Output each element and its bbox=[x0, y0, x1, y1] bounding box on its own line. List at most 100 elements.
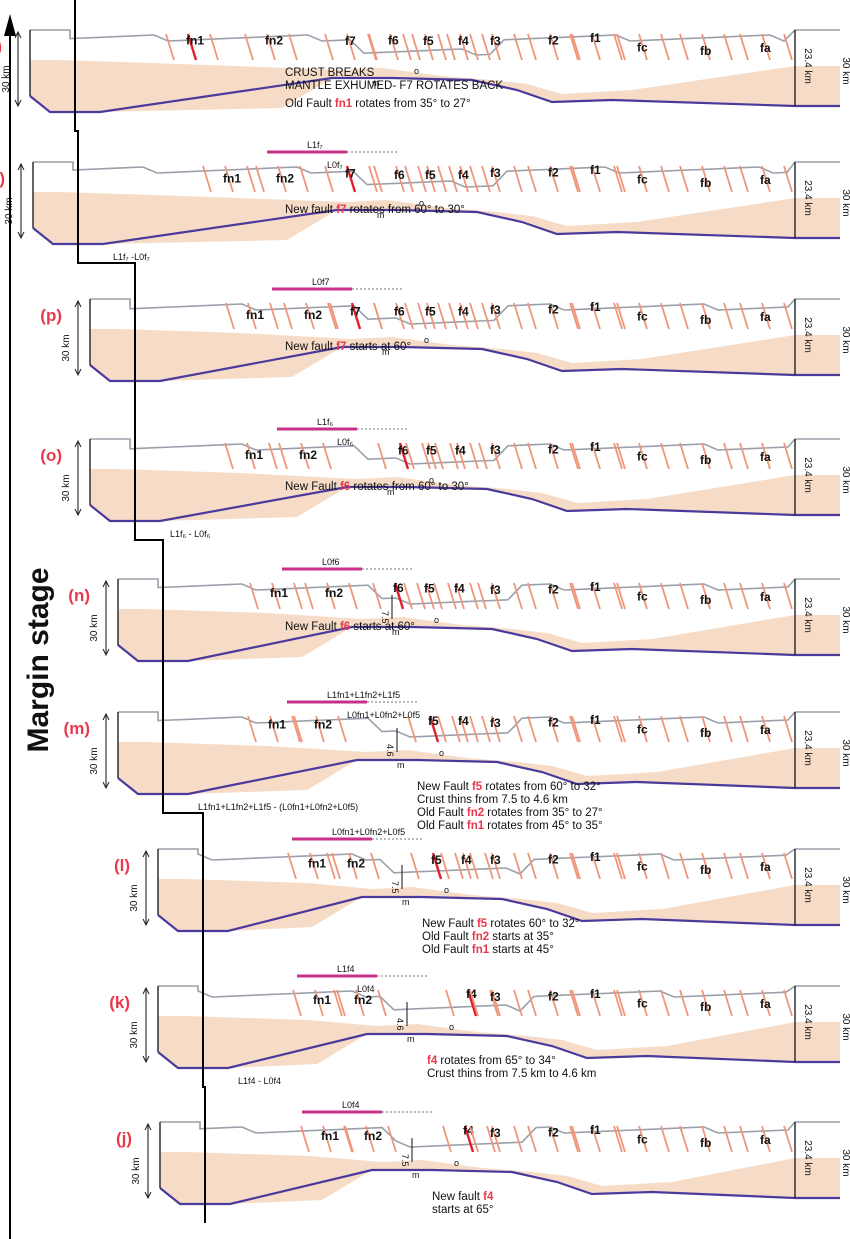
fault-f4 bbox=[459, 302, 469, 330]
fault-label-fc: fc bbox=[637, 722, 648, 736]
ocean-label: o bbox=[429, 475, 434, 485]
topographic-surface bbox=[90, 298, 840, 325]
fault-f5 bbox=[454, 852, 464, 880]
fault-label-fn1: fn1 bbox=[308, 857, 326, 871]
fault-f1 bbox=[569, 715, 579, 743]
fault-fn2 bbox=[327, 302, 337, 330]
caption-text: New Fault bbox=[422, 918, 477, 930]
depth-arrow-head bbox=[74, 368, 82, 377]
fault-label-fb: fb bbox=[700, 593, 711, 607]
caption-text: starts at 35° bbox=[489, 931, 554, 943]
fault-label-f5: f5 bbox=[424, 582, 435, 596]
fault-f6 bbox=[372, 582, 382, 610]
fault-f3 bbox=[469, 442, 479, 470]
fault-fa bbox=[739, 989, 749, 1017]
fault-fn2 bbox=[387, 1125, 397, 1153]
caption-text: New Fault bbox=[285, 621, 340, 633]
caption-fault-name: fn2 bbox=[472, 931, 489, 943]
topographic-surface bbox=[158, 985, 840, 1012]
fault-label-f6: f6 bbox=[393, 581, 404, 595]
stage-label-l: (l) bbox=[114, 856, 130, 875]
fault-f4 bbox=[484, 852, 494, 880]
fault-fb bbox=[701, 302, 711, 330]
depth-arrow-head bbox=[144, 1122, 152, 1131]
fault-f3 bbox=[513, 852, 523, 880]
fault-label-f3: f3 bbox=[490, 166, 501, 180]
fault-fa bbox=[783, 715, 793, 743]
caption-fault-name: fn2 bbox=[467, 807, 484, 819]
fault-fc bbox=[638, 989, 648, 1017]
fault-label-fa: fa bbox=[760, 1133, 771, 1147]
fault-f2 bbox=[571, 442, 581, 470]
thickness-value: 4.6 bbox=[395, 1018, 405, 1031]
moho-line bbox=[159, 1168, 840, 1206]
fault-f2 bbox=[571, 852, 581, 880]
fault-f1 bbox=[613, 33, 623, 61]
caption-text: rotates from 60° to 32° bbox=[482, 781, 601, 793]
thickness-label-right-thick: 30 km bbox=[840, 1149, 850, 1176]
fault-fb bbox=[723, 302, 733, 330]
fault-fc bbox=[660, 989, 670, 1017]
thickness-value: 7.5 bbox=[380, 611, 390, 624]
fault-label-f7: f7 bbox=[345, 34, 356, 48]
measurement-label-current: L0f4 bbox=[342, 1100, 360, 1110]
thickness-label-left: 30 km bbox=[129, 1021, 140, 1048]
fault-fn1 bbox=[322, 1125, 332, 1153]
stage-label-r: (r) bbox=[0, 37, 2, 56]
fault-f7 bbox=[368, 33, 378, 61]
caption-fault-name: fn1 bbox=[467, 820, 485, 832]
fault-f4 bbox=[481, 302, 491, 330]
fault-label-fa: fa bbox=[760, 723, 771, 737]
fault-f4 bbox=[442, 1125, 452, 1153]
fault-label-f6: f6 bbox=[388, 33, 399, 47]
fault-f4 bbox=[486, 1125, 496, 1153]
caption-fault-name: f4 bbox=[427, 1055, 438, 1067]
fault-label-f2: f2 bbox=[548, 302, 559, 316]
depth-arrow-head bbox=[74, 299, 82, 308]
fault-fa bbox=[783, 852, 793, 880]
fault-f5 bbox=[404, 165, 414, 193]
thickness-label-right-thick: 30 km bbox=[840, 876, 850, 903]
measurement-label-current: L1f4 bbox=[337, 964, 355, 974]
caption-fault-name: fn1 bbox=[335, 98, 353, 110]
fault-label-f3: f3 bbox=[490, 443, 501, 457]
thickness-label-right-thick: 30 km bbox=[840, 466, 850, 493]
mantle-label: m bbox=[397, 760, 405, 770]
fault-fa bbox=[739, 1125, 749, 1153]
caption-text: Old Fault bbox=[285, 98, 335, 110]
fault-label-fa: fa bbox=[760, 590, 771, 604]
fault-f1 bbox=[613, 852, 623, 880]
fault-f3 bbox=[469, 302, 479, 330]
caption-text: rotates from 35° to 27° bbox=[484, 807, 603, 819]
topographic-surface bbox=[33, 161, 840, 188]
stage-label-m: (m) bbox=[64, 719, 90, 738]
fault-f3 bbox=[513, 582, 523, 610]
timeline-staircase bbox=[74, 0, 206, 1223]
caption-fault-name: f7 bbox=[336, 341, 346, 353]
measurement-label-current: L0f6 bbox=[322, 557, 340, 567]
fault-f5 bbox=[447, 582, 457, 610]
fault-label-f4: f4 bbox=[458, 304, 469, 318]
fault-fc bbox=[638, 852, 648, 880]
fault-f3 bbox=[491, 33, 501, 61]
measurement-label-initial: L0f₆ bbox=[337, 437, 354, 447]
fault-f2 bbox=[527, 33, 537, 61]
fault-fc bbox=[638, 33, 648, 61]
fault-fn1 bbox=[249, 582, 259, 610]
caption-text: Crust thins from 7.5 to 4.6 km bbox=[417, 794, 568, 806]
depth-arrow-head bbox=[14, 99, 22, 108]
fault-f1 bbox=[569, 442, 579, 470]
fault-fc bbox=[616, 442, 626, 470]
fault-f3 bbox=[513, 302, 523, 330]
fault-f2 bbox=[527, 1125, 537, 1153]
caption-line: Crust thins from 7.5 to 4.6 km bbox=[417, 794, 568, 806]
caption-fault-name: f5 bbox=[477, 918, 488, 930]
fault-fb bbox=[723, 582, 733, 610]
fault-fc bbox=[638, 1125, 648, 1153]
fault-f2 bbox=[549, 302, 559, 330]
caption-line: New Fault f6 starts at 60° bbox=[285, 621, 415, 633]
fault-fa bbox=[739, 302, 749, 330]
thickness-label-right-thick: 30 km bbox=[840, 1013, 850, 1040]
